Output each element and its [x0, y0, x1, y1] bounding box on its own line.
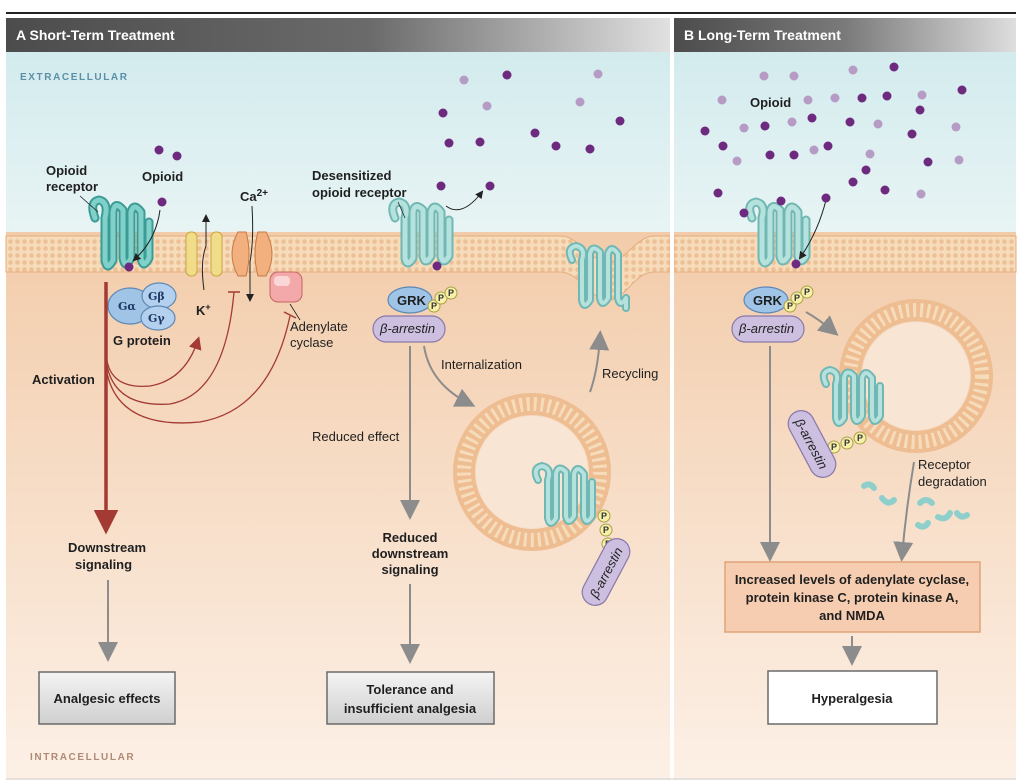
- g-protein-label: G protein: [113, 333, 171, 348]
- svg-text:P: P: [431, 301, 437, 311]
- svg-text:P: P: [787, 301, 793, 311]
- bound-opioid: [124, 262, 134, 272]
- beta-arrestin-label-a: β-arrestin: [379, 321, 435, 336]
- opioid-label-a: Opioid: [142, 169, 183, 184]
- reduced-downstream-label-2: downstream: [372, 546, 449, 561]
- increased-levels-text-2: protein kinase C, protein kinase A,: [746, 590, 959, 605]
- opioid-molecule: [154, 145, 164, 155]
- adenylate-cyclase-label-2: cyclase: [290, 335, 333, 350]
- ca-label: Ca2+: [240, 188, 268, 204]
- grk-label-b: GRK: [753, 293, 783, 308]
- ca-channel: [231, 205, 273, 302]
- svg-text:P: P: [844, 438, 850, 448]
- increased-levels-text-3: and NMDA: [819, 608, 885, 623]
- tolerance-text-2: insufficient analgesia: [344, 701, 477, 716]
- panel-b-title: B Long-Term Treatment: [684, 27, 841, 43]
- reduced-downstream-label-3: signaling: [381, 562, 438, 577]
- internalization-label: Internalization: [441, 357, 522, 372]
- panel-divider: [670, 18, 674, 780]
- svg-text:P: P: [438, 293, 444, 303]
- hyperalgesia-box: [767, 670, 938, 725]
- svg-text:P: P: [603, 525, 609, 535]
- k-label: K+: [196, 302, 211, 318]
- opioid-cloud-a: [436, 69, 625, 191]
- tolerance-text-1: Tolerance and: [366, 682, 453, 697]
- beta-arrestin-a: [372, 315, 446, 343]
- endosome-b: P P P β-arrestin: [787, 299, 993, 478]
- svg-text:P: P: [794, 293, 800, 303]
- phosphate-groups-b: P P P: [783, 285, 814, 313]
- increased-levels-text-1: Increased levels of adenylate cyclase,: [735, 572, 969, 587]
- g-beta-label: Gβ: [148, 290, 165, 303]
- grk-label: GRK: [397, 293, 427, 308]
- desensitized-receptor: [388, 197, 454, 271]
- downstream-label-1: Downstream: [68, 540, 146, 555]
- panel-a-header: [6, 18, 670, 52]
- intracellular-label: INTRACELLULAR: [30, 752, 135, 763]
- panel-b: B Long-Term Treatment GRK P P P β-arrest…: [673, 18, 1017, 780]
- adenylate-cyclase: [269, 271, 303, 303]
- activation-label: Activation: [32, 372, 95, 387]
- k-channel: [185, 214, 223, 291]
- desensitized-label-1: Desensitized: [312, 168, 392, 183]
- reduced-effect-label: Reduced effect: [312, 429, 400, 444]
- g-alpha-label: Gα: [118, 300, 136, 313]
- svg-text:P: P: [804, 287, 810, 297]
- opioid-receptor-label-2: receptor: [46, 179, 98, 194]
- g-gamma-label: Gγ: [148, 312, 165, 325]
- extracellular-label: EXTRACELLULAR: [20, 72, 129, 83]
- opioid-molecule: [157, 197, 167, 207]
- g-protein: Gα Gβ Gγ: [107, 282, 177, 331]
- phosphate-groups: P P P: [427, 286, 458, 313]
- panel-a: A Short-Term Treatment EXTRACELLULAR INT…: [5, 18, 671, 780]
- beta-arrestin-b: [731, 315, 805, 343]
- receptor-degradation-label-2: degradation: [918, 474, 987, 489]
- svg-text:P: P: [601, 511, 607, 521]
- opioid-receptor-b: [745, 197, 811, 269]
- opioid-molecule: [172, 151, 182, 161]
- recycling-receptor: [565, 242, 630, 312]
- reduced-downstream-label-1: Reduced: [383, 530, 438, 545]
- analgesic-effects-text: Analgesic effects: [54, 691, 161, 706]
- increased-levels-box: [724, 561, 981, 633]
- receptor-degradation-label-1: Receptor: [918, 457, 971, 472]
- opioid-cloud-b: [700, 62, 967, 218]
- svg-text:P: P: [448, 288, 454, 298]
- svg-text:P: P: [831, 442, 837, 452]
- analgesic-effects-box: [38, 671, 176, 725]
- bound-opioid: [432, 261, 442, 271]
- endosome-a: P P P β-arrestin: [453, 393, 631, 606]
- membrane-b: [673, 235, 1017, 273]
- desensitized-label-2: opioid receptor: [312, 185, 407, 200]
- downstream-label-2: signaling: [75, 557, 132, 572]
- panel-b-header: [674, 18, 1016, 52]
- activation-arrows: [105, 291, 297, 424]
- svg-text:P: P: [857, 433, 863, 443]
- hyperalgesia-text: Hyperalgesia: [812, 691, 894, 706]
- opioid-receptor-active: [88, 195, 154, 272]
- panel-a-title: A Short-Term Treatment: [16, 27, 175, 43]
- recycling-label: Recycling: [602, 366, 658, 381]
- bound-opioid: [791, 259, 801, 269]
- opioid-label-b: Opioid: [750, 95, 791, 110]
- beta-arrestin-label-b: β-arrestin: [738, 321, 794, 336]
- tolerance-box: [326, 671, 495, 725]
- adenylate-cyclase-label-1: Adenylate: [290, 319, 348, 334]
- opioid-receptor-label-1: Opioid: [46, 163, 87, 178]
- receptor-fragments: [861, 481, 970, 530]
